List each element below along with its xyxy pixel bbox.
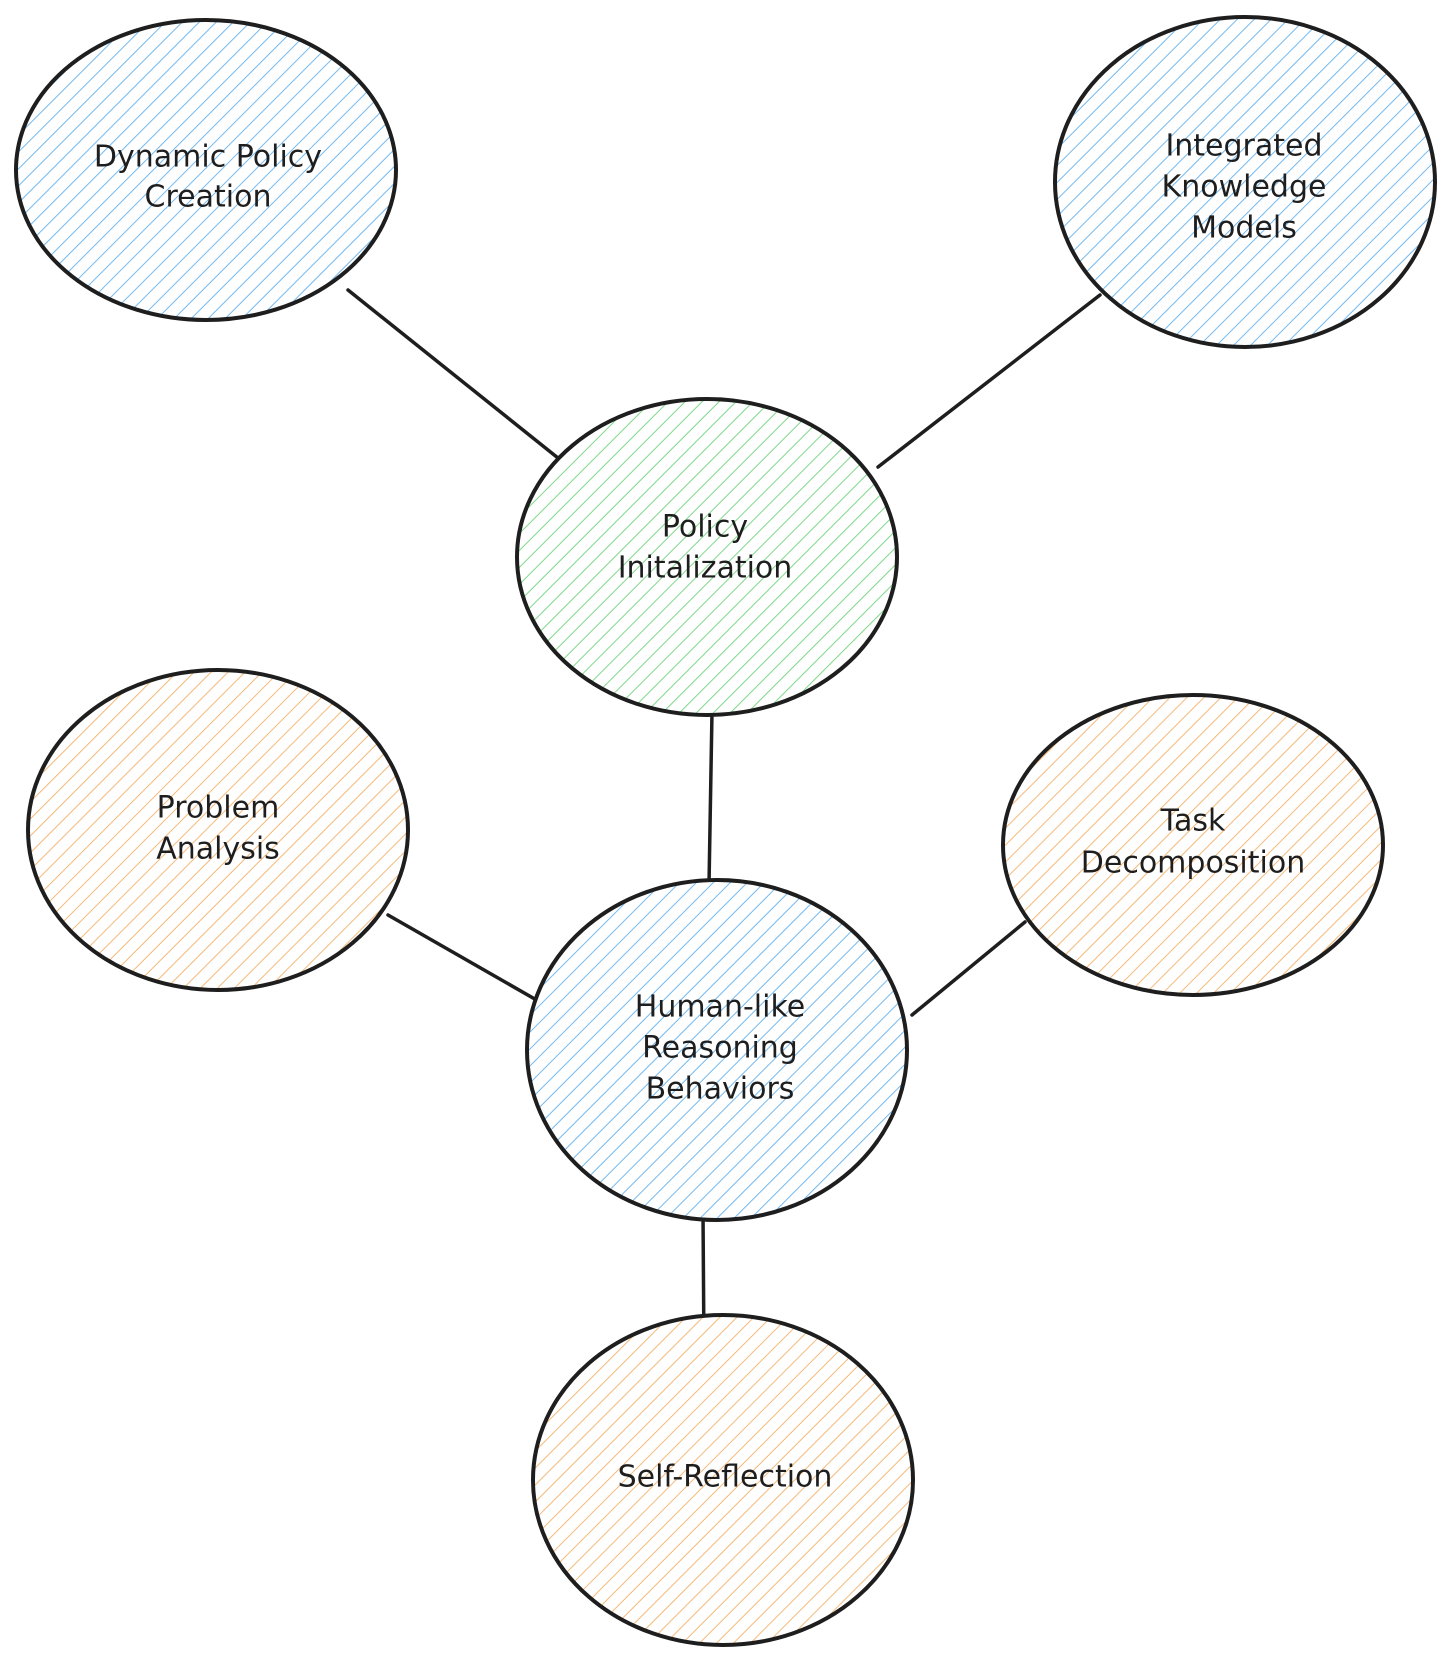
node-task-decomposition: Task Decomposition (1001, 693, 1385, 997)
node-label-line: Behaviors (646, 1072, 795, 1107)
edge-task-decomposition-to-human-like (910, 920, 1027, 1017)
node-label-line: Dynamic Policy (94, 140, 322, 175)
edge-integrated-knowledge-to-policy-init (876, 293, 1102, 469)
edge-dynamic-policy-to-policy-init (346, 288, 560, 460)
node-label-line: Analysis (156, 832, 280, 867)
node-label-line: Policy (662, 510, 748, 545)
node-label-line: Reasoning (642, 1031, 798, 1066)
node-label-line: Decomposition (1081, 846, 1305, 881)
node-label-line: Task (1160, 804, 1226, 839)
edge-policy-init-to-human-like (707, 710, 714, 887)
node-label-line: Creation (145, 180, 272, 215)
node-label-line: Integrated (1165, 129, 1322, 164)
node-integrated-knowledge-models: Integrated Knowledge Models (1053, 15, 1437, 349)
node-label-line: Knowledge (1162, 170, 1327, 205)
edges-layer (346, 288, 1102, 1355)
node-label-line: Human-like (635, 990, 805, 1025)
node-self-reflection: Self-Reflection (531, 1313, 915, 1647)
edge-problem-analysis-to-human-like (386, 913, 542, 1004)
node-label-line: Problem (157, 791, 280, 826)
node-label-line: Models (1191, 211, 1297, 246)
node-problem-analysis: Problem Analysis (26, 668, 410, 992)
node-label-line: Initalization (618, 551, 793, 586)
node-dynamic-policy-creation: Dynamic Policy Creation (14, 18, 398, 322)
node-label-line: Self-Reflection (618, 1460, 833, 1495)
node-policy-initalization: Policy Initalization (515, 397, 899, 717)
node-human-like-reasoning-behaviors: Human-like Reasoning Behaviors (525, 878, 909, 1222)
